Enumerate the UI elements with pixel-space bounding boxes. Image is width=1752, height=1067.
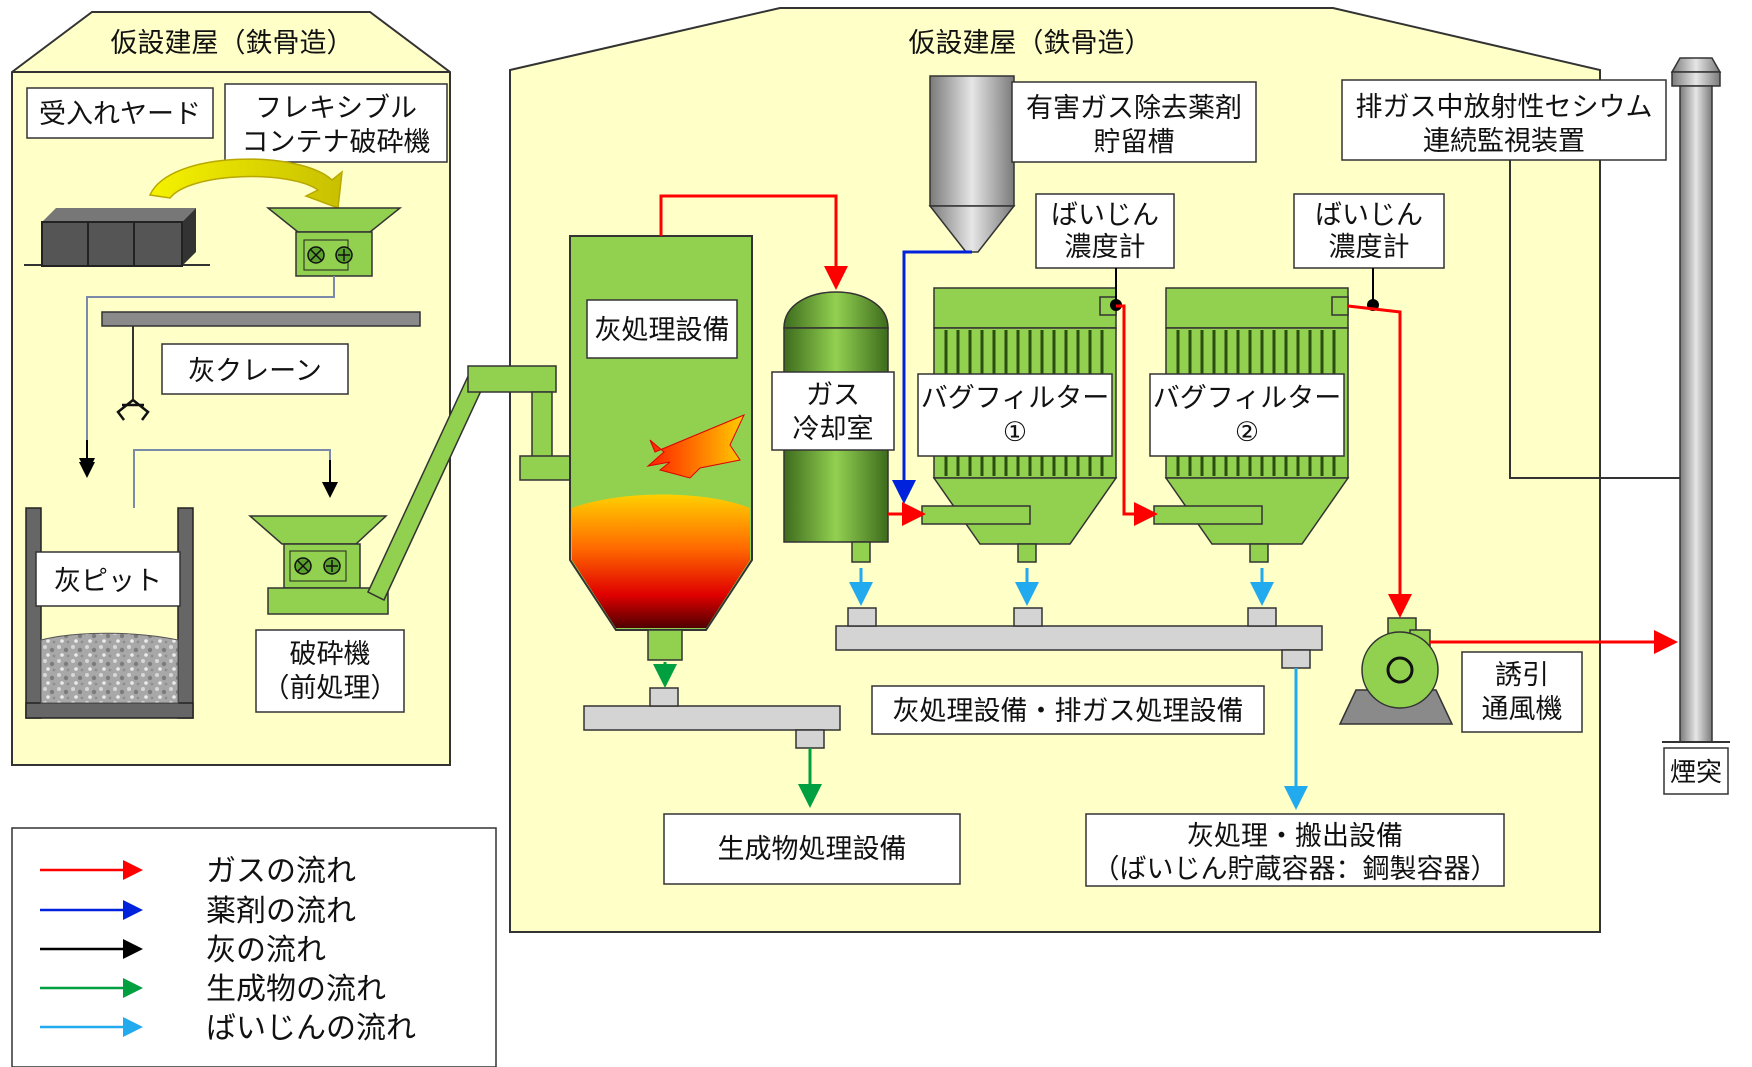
transfer-arc-arrow bbox=[148, 158, 343, 210]
induced-fan-label-line1: 誘引 bbox=[1495, 660, 1549, 691]
cesium-monitor-label-line2: 連続監視装置 bbox=[1423, 126, 1585, 157]
bag-filter-1-label-box bbox=[917, 373, 1113, 457]
ash-export-box bbox=[1085, 813, 1505, 887]
bag-filter-2-label-line1: バグフィルター bbox=[1153, 383, 1341, 414]
system-title: 灰処理設備・排ガス処理設備 bbox=[893, 696, 1244, 727]
product-conveyor bbox=[583, 687, 841, 749]
dust-meter-1-label-box bbox=[1035, 193, 1175, 269]
ash-treatment-label: 灰処理設備 bbox=[595, 315, 730, 346]
right-building-title: 仮設建屋（鉄骨造） bbox=[909, 28, 1152, 59]
gas-cooling-tower bbox=[783, 291, 889, 563]
dust-meter-2-label-line2: 濃度計 bbox=[1329, 232, 1410, 263]
chemical-tank-label-line1: 有害ガス除去薬剤 bbox=[1026, 93, 1242, 124]
container-crusher-label-line1: フレキシブル bbox=[255, 93, 417, 124]
bag-filter-1-label-line1: バグフィルター bbox=[921, 383, 1109, 414]
ash-export-label-line2: （ばいじん貯蔵容器：鋼製容器） bbox=[1093, 854, 1498, 885]
legend-label-product: 生成物の流れ bbox=[206, 972, 386, 1007]
legend-items: ガスの流れ 薬剤の流れ 灰の流れ 生成物の流れ ばいじんの流れ bbox=[40, 854, 416, 1046]
legend-label-chemical: 薬剤の流れ bbox=[206, 894, 356, 929]
gas-cooling-label-line1: ガス bbox=[806, 380, 860, 411]
bag-filter-2-label-line2: ② bbox=[1235, 417, 1259, 448]
ash-crane bbox=[101, 311, 421, 421]
chemical-tank-label-box bbox=[1011, 81, 1257, 163]
chimney-label: 煙突 bbox=[1670, 758, 1722, 788]
receiving-yard-label-box bbox=[26, 87, 214, 139]
cesium-monitor-label-line1: 排ガス中放射性セシウム bbox=[1356, 92, 1653, 123]
product-treatment-label: 生成物処理設備 bbox=[718, 834, 907, 865]
chimney-label-box bbox=[1663, 747, 1729, 795]
chimney bbox=[1662, 57, 1730, 743]
ash-crane-label-box bbox=[161, 343, 349, 395]
container-crusher-label-line2: コンテナ破砕機 bbox=[242, 127, 431, 158]
dust-meter-2-label-line1: ばいじん bbox=[1315, 200, 1423, 231]
inclined-conveyor bbox=[367, 365, 571, 602]
cesium-monitor-sample-line bbox=[1509, 160, 1700, 479]
container-crusher-label-box bbox=[224, 83, 448, 163]
ash-export-label-line1: 灰処理・搬出設備 bbox=[1187, 821, 1403, 852]
induced-draft-fan bbox=[1338, 617, 1454, 725]
cesium-monitor-label-box bbox=[1341, 79, 1667, 161]
ash-treatment-label-box bbox=[586, 299, 738, 359]
chemical-tank-label-line2: 貯留槽 bbox=[1094, 127, 1175, 158]
legend-label-gas: ガスの流れ bbox=[206, 854, 356, 889]
system-title-box bbox=[871, 685, 1265, 735]
gas-cooling-label-box bbox=[771, 371, 895, 451]
crusher-label-line2: （前処理） bbox=[263, 673, 398, 704]
crusher-label-line1: 破砕機 bbox=[290, 639, 371, 670]
gas-flow-furnace-to-cooler bbox=[659, 194, 848, 290]
ash-pit bbox=[25, 507, 194, 719]
product-treatment-box bbox=[663, 813, 961, 885]
chemical-storage-tank bbox=[928, 75, 1016, 253]
dust-collection-conveyor bbox=[835, 607, 1323, 669]
gas-flow-filter-1-to-filter-2 bbox=[1116, 304, 1158, 526]
left-building-title: 仮設建屋（鉄骨造） bbox=[111, 28, 354, 59]
dust-meter-1-label-line1: ばいじん bbox=[1051, 200, 1159, 231]
flexible-containers bbox=[24, 208, 210, 267]
receiving-yard-label: 受入れヤード bbox=[39, 99, 201, 130]
induced-fan-label-box bbox=[1461, 651, 1583, 733]
dust-meter-2-label-box bbox=[1293, 193, 1445, 269]
legend-label-dust: ばいじんの流れ bbox=[206, 1011, 416, 1046]
ash-pit-label-box bbox=[35, 551, 181, 607]
ash-crane-label: 灰クレーン bbox=[188, 356, 322, 387]
chemical-flow-line bbox=[892, 250, 972, 504]
gas-cooling-label-line2: 冷却室 bbox=[793, 414, 874, 445]
induced-fan-label-line2: 通風機 bbox=[1482, 694, 1563, 725]
gas-flow-filter-2-to-fan bbox=[1347, 304, 1412, 618]
ash-pit-label: 灰ピット bbox=[54, 566, 162, 597]
bag-filter-1-label-line2: ① bbox=[1003, 417, 1027, 448]
bag-filter-2-label-box bbox=[1149, 373, 1345, 457]
container-crusher-machine bbox=[265, 207, 403, 277]
crusher-label-box bbox=[255, 629, 405, 713]
dust-meter-1-label-line2: 濃度計 bbox=[1065, 232, 1146, 263]
legend-label-ash: 灰の流れ bbox=[206, 933, 326, 968]
container-crusher-to-pit-line bbox=[79, 276, 335, 474]
